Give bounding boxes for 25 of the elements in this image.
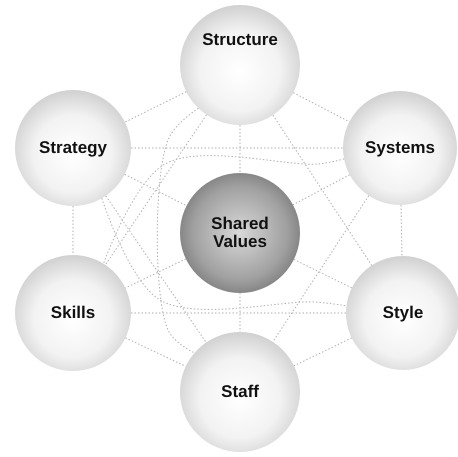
connector-line <box>293 258 352 288</box>
connector-line <box>124 174 188 206</box>
node-label: Systems <box>364 139 436 157</box>
connector-line <box>124 258 186 288</box>
connector-line <box>102 155 345 264</box>
connector-line <box>130 312 346 314</box>
connector-line <box>400 204 402 256</box>
connector-line <box>292 174 350 206</box>
connector-line <box>272 114 372 266</box>
node-label: Skills <box>50 304 96 322</box>
node-label: Shared Values <box>210 215 270 251</box>
connector-line <box>156 108 199 354</box>
node-label: Structure <box>201 31 279 49</box>
connector-line <box>124 91 187 123</box>
connector-line <box>124 337 186 367</box>
connector-line <box>292 92 350 122</box>
connector-line <box>105 195 207 343</box>
connector-line <box>101 198 347 310</box>
connector-line <box>72 206 74 256</box>
node-label: Staff <box>220 383 260 401</box>
connector-line <box>294 337 352 366</box>
connector-line <box>104 114 207 266</box>
connector-line <box>272 195 370 342</box>
node-label: Style <box>382 304 424 322</box>
node-label: Strategy <box>38 139 108 157</box>
